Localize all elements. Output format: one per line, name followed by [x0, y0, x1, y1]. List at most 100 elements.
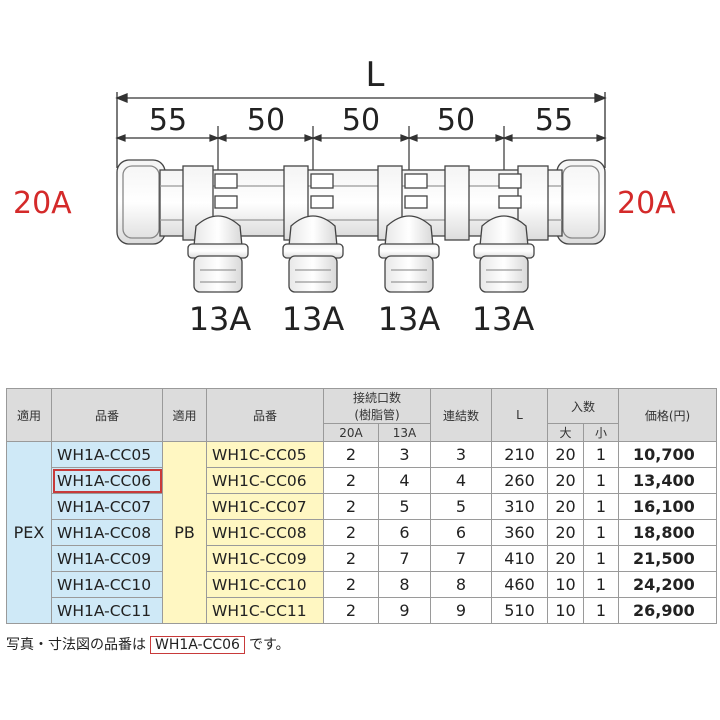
overall-length-label: L	[366, 55, 385, 95]
header-part-no-2: 品番	[206, 388, 324, 442]
material-pex: PEX	[6, 441, 52, 624]
outlet-fitting-4	[473, 215, 535, 293]
linked-count: 8	[430, 571, 493, 598]
quantity-small: 1	[583, 597, 620, 624]
quantity-small: 1	[583, 441, 620, 468]
pex-part-no: WH1A-CC10	[51, 571, 163, 598]
header-q-small: 小	[583, 423, 620, 442]
price-value: 21,500	[618, 545, 718, 572]
pb-part-no: WH1C-CC08	[206, 519, 324, 546]
outlet-label-4: 13A	[472, 300, 535, 338]
spec-table: 適用 品番 適用 品番 接続口数 (樹脂管) 連結数 L 入数 価格(円) 20…	[6, 388, 718, 624]
note-prefix: 写真・寸法図の品番は	[6, 637, 146, 653]
pex-part-no-highlighted: WH1A-CC06	[51, 467, 163, 494]
linked-count: 9	[430, 597, 493, 624]
outlet-fittings	[187, 215, 535, 293]
linked-count: 4	[430, 467, 493, 494]
quantity-small: 1	[583, 467, 620, 494]
length-value: 210	[491, 441, 549, 468]
quantity-large: 10	[547, 597, 585, 624]
spacing-label-4: 50	[437, 103, 475, 138]
quantity-large: 20	[547, 545, 585, 572]
inlet-left-label: 20A	[13, 186, 72, 221]
quantity-small: 1	[583, 571, 620, 598]
spacing-dimensions	[115, 126, 607, 186]
quantity-large: 10	[547, 571, 585, 598]
header-linked: 連結数	[430, 388, 493, 442]
note-suffix: です。	[248, 637, 290, 653]
outlet-label-1: 13A	[189, 300, 252, 338]
material-pb: PB	[162, 441, 207, 624]
length-value: 360	[491, 519, 549, 546]
quantity-large: 20	[547, 441, 585, 468]
table-row: WH1A-CC06 WH1C-CC06 2 4 4 260 20 1 13,40…	[7, 467, 718, 494]
dimension-drawing: L 55 50 50 50 55	[13, 55, 676, 338]
price-value: 26,900	[618, 597, 718, 624]
quantity-small: 1	[583, 493, 620, 520]
table-row: WH1A-CC07 WH1C-CC07 2 5 5 310 20 1 16,10…	[7, 493, 718, 520]
quantity-large: 20	[547, 519, 585, 546]
length-value: 410	[491, 545, 549, 572]
quantity-large: 20	[547, 493, 585, 520]
spacing-label-5: 55	[535, 103, 573, 138]
header-length: L	[491, 388, 549, 442]
linked-count: 7	[430, 545, 493, 572]
price-value: 10,700	[618, 441, 718, 468]
price-value: 24,200	[618, 571, 718, 598]
count-20a: 2	[323, 545, 379, 572]
pb-part-no: WH1C-CC10	[206, 571, 324, 598]
count-13a: 6	[377, 519, 432, 546]
count-13a: 8	[377, 571, 432, 598]
inlet-right-label: 20A	[617, 186, 676, 221]
length-value: 460	[491, 571, 549, 598]
pb-part-no: WH1C-CC07	[206, 493, 324, 520]
pex-part-no: WH1A-CC08	[51, 519, 163, 546]
pex-part-no: WH1A-CC07	[51, 493, 163, 520]
linked-count: 3	[430, 441, 493, 468]
header-material: 適用	[6, 388, 52, 442]
table-row: WH1A-CC08 WH1C-CC08 2 6 6 360 20 1 18,80…	[7, 519, 718, 546]
spacing-label-3: 50	[342, 103, 380, 138]
manifold-body	[116, 159, 606, 245]
pb-part-no: WH1C-CC09	[206, 545, 324, 572]
header-connections-label: 接続口数	[353, 391, 402, 405]
count-20a: 2	[323, 519, 379, 546]
header-quantity: 入数	[547, 388, 620, 424]
count-20a: 2	[323, 571, 379, 598]
length-value: 510	[491, 597, 549, 624]
pex-part-no: WH1A-CC11	[51, 597, 163, 624]
outlet-label-3: 13A	[378, 300, 441, 338]
price-value: 13,400	[618, 467, 718, 494]
quantity-large: 20	[547, 467, 585, 494]
count-20a: 2	[323, 467, 379, 494]
price-value: 16,100	[618, 493, 718, 520]
pb-part-no: WH1C-CC05	[206, 441, 324, 468]
spacing-label-1: 55	[149, 103, 187, 138]
header-20a: 20A	[323, 423, 379, 442]
spacing-label-2: 50	[247, 103, 285, 138]
linked-count: 6	[430, 519, 493, 546]
outlet-label-2: 13A	[282, 300, 345, 338]
count-13a: 4	[377, 467, 432, 494]
manifold-drawing: L 55 50 50 50 55	[13, 55, 676, 338]
header-part-no: 品番	[51, 388, 163, 442]
count-13a: 7	[377, 545, 432, 572]
length-value: 310	[491, 493, 549, 520]
header-material-2: 適用	[162, 388, 207, 442]
table-row: PEX WH1A-CC05 PB WH1C-CC05 2 3 3 210 20 …	[6, 441, 718, 624]
length-value: 260	[491, 467, 549, 494]
table-row: WH1A-CC10 WH1C-CC10 2 8 8 460 10 1 24,20…	[7, 571, 718, 598]
table-row: WH1A-CC11 WH1C-CC11 2 9 9 510 10 1 26,90…	[7, 597, 718, 624]
overall-dimension	[115, 92, 607, 168]
header-q-large: 大	[547, 423, 585, 442]
header-connections: 接続口数 (樹脂管)	[322, 388, 432, 424]
pex-part-no: WH1A-CC09	[51, 545, 163, 572]
pb-part-no: WH1C-CC06	[206, 467, 324, 494]
count-20a: 2	[323, 441, 379, 468]
header-price: 価格(円)	[618, 388, 718, 442]
count-13a: 3	[377, 441, 432, 468]
count-20a: 2	[323, 493, 379, 520]
count-13a: 5	[377, 493, 432, 520]
count-20a: 2	[323, 597, 379, 624]
